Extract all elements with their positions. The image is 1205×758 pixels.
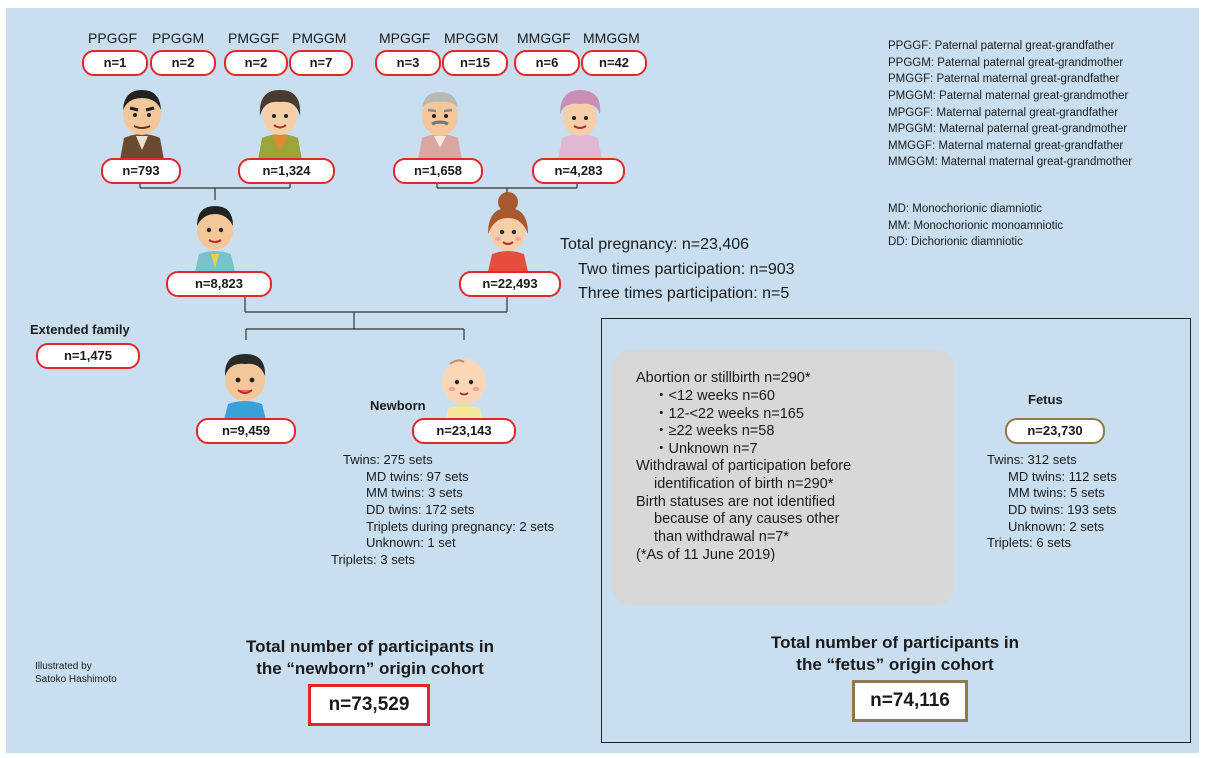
legend-mmggm: MMGGM: Maternal maternal great-grandmoth…: [888, 156, 1133, 168]
gg-count-pmggf: n=2: [224, 50, 288, 76]
abortion-unknown-text: ・Unknown n=7: [654, 441, 758, 457]
abortion-12-22-weeks-text: ・12-<22 weeks n=165: [654, 406, 804, 422]
gg-label-mmggf: MMGGF: [517, 30, 571, 46]
newborn-mm-twins-text: MM twins: 3 sets: [366, 485, 463, 500]
as-of-date-note: (*As of 11 June 2019): [636, 547, 776, 563]
newborn-triplets-text: Triplets: 3 sets: [331, 552, 416, 567]
fetus-cohort-frame: [601, 318, 1191, 743]
fetus-unknown-text: Unknown: 2 sets: [1008, 519, 1105, 534]
grandmother-maternal-icon: [558, 90, 602, 160]
newborn-total-title: Total number of participants in the “new…: [200, 636, 540, 680]
gg-count-ppggm: n=2: [150, 50, 216, 76]
fetus-count: n=23,730: [1005, 418, 1105, 444]
legend-mpggf: MPGGF: Maternal paternal great-grandfath…: [888, 107, 1119, 119]
mother-count: n=22,493: [459, 271, 561, 297]
withdrawal-count-text: identification of birth n=290*: [654, 476, 834, 492]
fetus-md-twins-text: MD twins: 112 sets: [1008, 469, 1117, 484]
legend-mpggm: MPGGM: Maternal paternal great-grandmoth…: [888, 123, 1128, 135]
gg-label-pmggf: PMGGF: [228, 30, 280, 46]
fetus-twins-text: Twins: 312 sets: [987, 452, 1077, 467]
grandfather-paternal-icon: [120, 90, 164, 160]
withdrawal-text: Withdrawal of participation before: [636, 458, 852, 474]
newborn-label: Newborn: [370, 398, 426, 413]
diagram-background: [6, 8, 1199, 753]
gg-label-mpggf: MPGGF: [379, 30, 431, 46]
father-count: n=8,823: [166, 271, 272, 297]
fetus-total-count: n=74,116: [852, 680, 968, 722]
newborn-count: n=23,143: [412, 418, 516, 444]
gg-count-mmggm: n=42: [581, 50, 647, 76]
birth-status-count-text: than withdrawal n=7*: [654, 529, 790, 545]
child-count: n=9,459: [196, 418, 296, 444]
gg-label-ppggm: PPGGM: [152, 30, 205, 46]
legend-pmggf: PMGGF: Paternal maternal great-grandfath…: [888, 73, 1120, 85]
legend-md: MD: Monochorionic diamniotic: [888, 203, 1043, 215]
birth-status-text: Birth statuses are not identified: [636, 494, 836, 510]
fetus-total-title-line2: the “fetus” origin cohort: [796, 655, 994, 674]
fetus-mm-twins-text: MM twins: 5 sets: [1008, 485, 1105, 500]
legend-ppggf: PPGGF: Paternal paternal great-grandfath…: [888, 40, 1115, 52]
fetus-dd-twins-text: DD twins: 193 sets: [1008, 502, 1117, 517]
mother-icon: [488, 192, 528, 272]
three-times-participation-text: Three times participation: n=5: [578, 285, 790, 302]
legend-mm: MM: Monochorionic monoamniotic: [888, 220, 1064, 232]
gg-label-mmggm: MMGGM: [583, 30, 640, 46]
grandmother-paternal-icon: [258, 90, 302, 160]
fetus-total-title: Total number of participants in the “fet…: [725, 632, 1065, 676]
grandparent-count-paternal-grandmother: n=1,324: [238, 158, 335, 184]
fetus-triplets-text: Triplets: 6 sets: [987, 535, 1072, 550]
newborn-twins-text: Twins: 275 sets: [343, 452, 433, 467]
legend-dd: DD: Dichorionic diamniotic: [888, 236, 1023, 248]
birth-status-causes-text: because of any causes other: [654, 511, 840, 527]
gg-count-pmggm: n=7: [289, 50, 353, 76]
fetus-label: Fetus: [1028, 392, 1063, 407]
legend-pmggm: PMGGM: Paternal maternal great-grandmoth…: [888, 90, 1129, 102]
credit-line2: Satoko Hashimoto: [35, 674, 117, 685]
legend-mmggf: MMGGF: Maternal maternal great-grandfath…: [888, 140, 1124, 152]
father-icon: [195, 206, 235, 272]
newborn-unknown-text: Unknown: 1 set: [366, 535, 456, 550]
credit-line1: Illustrated by: [35, 661, 92, 672]
newborn-baby-icon: [442, 359, 486, 420]
newborn-total-title-line1: Total number of participants in: [245, 637, 495, 656]
gg-count-ppggf: n=1: [82, 50, 148, 76]
newborn-dd-twins-text: DD twins: 172 sets: [366, 502, 475, 517]
abortion-over-22-weeks-text: ・≥22 weeks n=58: [654, 423, 775, 439]
total-pregnancy-text: Total pregnancy: n=23,406: [560, 236, 750, 253]
grandfather-maternal-icon: [418, 92, 462, 160]
grandparent-count-maternal-grandfather: n=1,658: [393, 158, 483, 184]
gg-label-ppggf: PPGGF: [88, 30, 138, 46]
child-icon: [224, 354, 266, 420]
newborn-total-count: n=73,529: [308, 684, 430, 726]
legend-ppggm: PPGGM: Paternal paternal great-grandmoth…: [888, 57, 1124, 69]
abortion-stillbirth-box: [612, 350, 955, 605]
abortion-stillbirth-text: Abortion or stillbirth n=290*: [636, 370, 811, 386]
fetus-total-title-line1: Total number of participants in: [770, 633, 1020, 652]
newborn-triplets-during-pregnancy-text: Triplets during pregnancy: 2 sets: [366, 519, 555, 534]
two-times-participation-text: Two times participation: n=903: [578, 261, 795, 278]
abortion-under-12-weeks-text: ・<12 weeks n=60: [654, 388, 775, 404]
grandparent-count-paternal-grandfather: n=793: [101, 158, 181, 184]
newborn-md-twins-text: MD twins: 97 sets: [366, 469, 469, 484]
newborn-total-title-line2: the “newborn” origin cohort: [256, 659, 484, 678]
extended-family-count: n=1,475: [36, 343, 140, 369]
gg-count-mmggf: n=6: [514, 50, 580, 76]
illustration-credit: Illustrated by Satoko Hashimoto: [35, 660, 117, 686]
gg-count-mpggf: n=3: [375, 50, 441, 76]
gg-label-pmggm: PMGGM: [292, 30, 347, 46]
grandparent-count-maternal-grandmother: n=4,283: [532, 158, 625, 184]
gg-label-mpggm: MPGGM: [444, 30, 499, 46]
extended-family-label: Extended family: [30, 322, 130, 337]
gg-count-mpggm: n=15: [442, 50, 508, 76]
